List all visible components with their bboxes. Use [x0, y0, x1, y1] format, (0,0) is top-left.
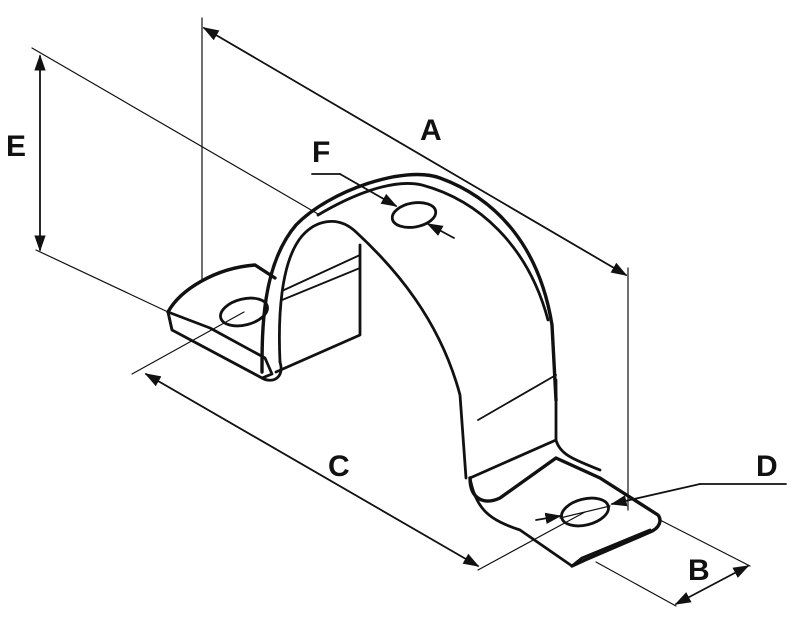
arch-inner: [278, 220, 468, 480]
clamp-body: [166, 172, 662, 568]
dimension-d: [535, 483, 787, 524]
left-foot-hole: [219, 296, 269, 328]
dimension-f: [311, 173, 455, 239]
dimension-a: [201, 17, 629, 511]
label-b: B: [688, 554, 710, 587]
label-e: E: [6, 130, 26, 163]
label-d: D: [756, 450, 778, 483]
dimension-b: [595, 519, 751, 607]
right-foot: [468, 456, 662, 568]
dimension-c: [131, 311, 586, 571]
dimension-e: [31, 47, 319, 313]
label-f: F: [312, 136, 330, 169]
label-c: C: [328, 450, 350, 483]
label-a: A: [420, 114, 442, 147]
